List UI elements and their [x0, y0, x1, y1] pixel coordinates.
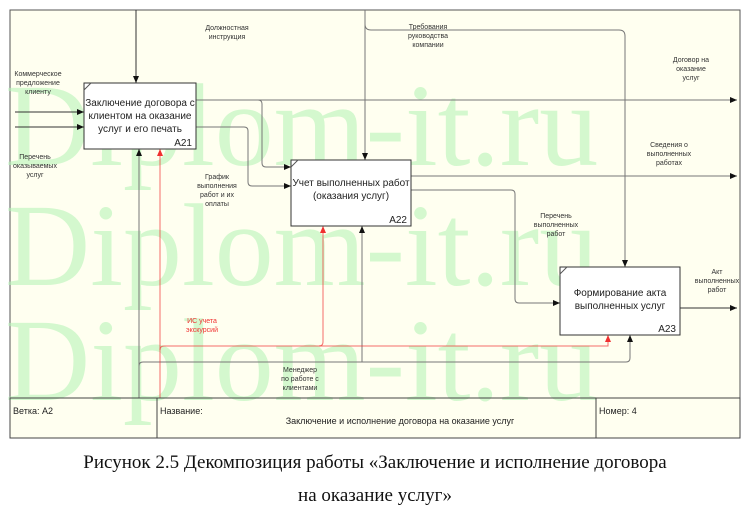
figure-caption-line-1: Рисунок 2.5 Декомпозиция работы «Заключе…: [83, 452, 667, 473]
footer-number: Номер: 4: [599, 406, 637, 416]
footer-name-label: Название:: [160, 406, 203, 416]
svg-text:A23: A23: [658, 324, 676, 335]
footer-branch: Ветка: A2: [13, 406, 53, 416]
footer-name: Заключение и исполнение договора на оказ…: [286, 416, 515, 426]
svg-text:Diplom-it.ru: Diplom-it.ru: [5, 295, 598, 426]
arrows: [15, 10, 737, 398]
footer-table: Ветка: A2 Название: Заключение и исполне…: [9, 397, 741, 439]
svg-text:A21: A21: [174, 138, 192, 149]
svg-text:A22: A22: [389, 215, 407, 226]
idef0-diagram: Diplom-it.ru Diplom-it.ru Diplom-it.ru З…: [5, 9, 741, 439]
activity-box-a22[interactable]: Учет выполненных работ(оказания услуг) A…: [290, 159, 412, 227]
watermark: Diplom-it.ru Diplom-it.ru Diplom-it.ru: [5, 60, 598, 426]
svg-text:Учет выполненных работ(оказани: Учет выполненных работ(оказания услуг): [292, 177, 410, 202]
figure-caption-line-2: на оказание услуг»: [298, 485, 452, 506]
